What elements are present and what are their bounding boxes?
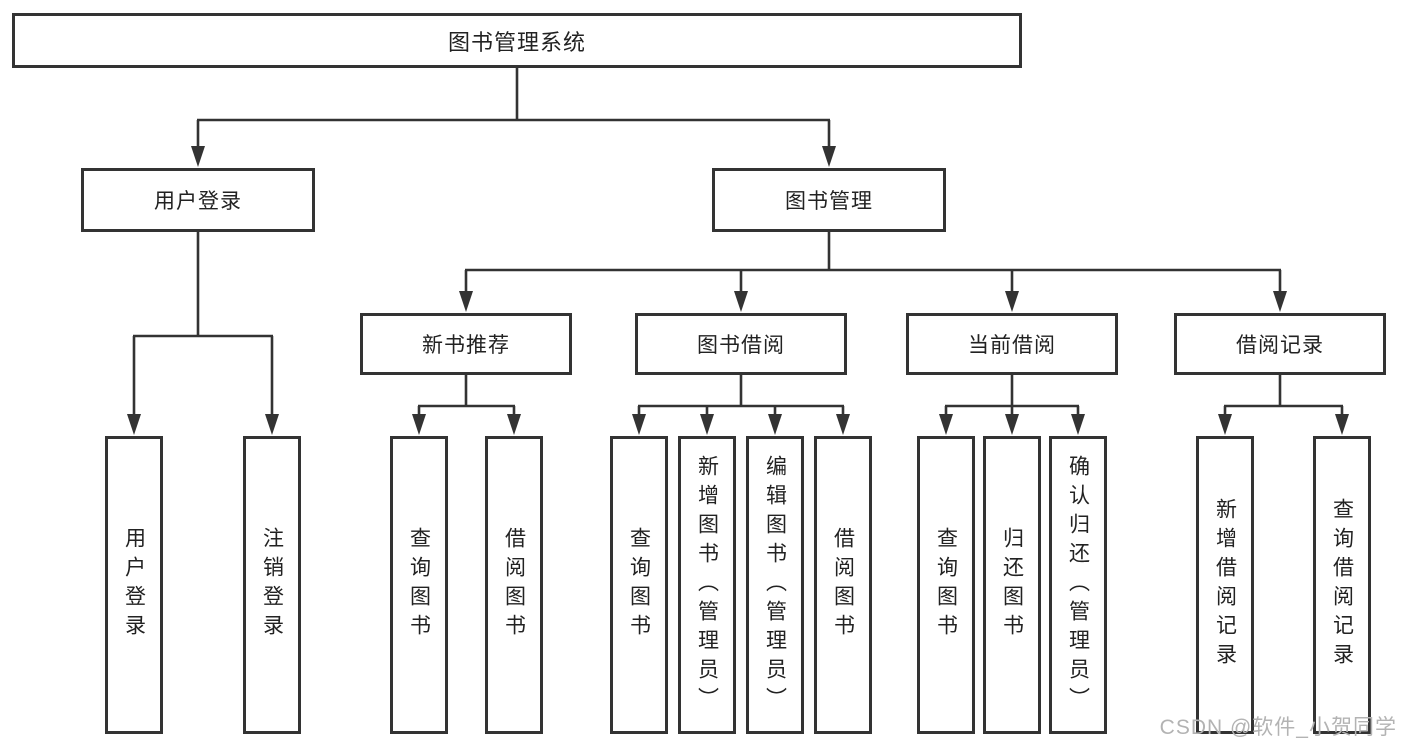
arrow-down-icon — [127, 414, 141, 435]
connector-login-split — [127, 232, 279, 435]
arrow-down-icon — [507, 414, 521, 435]
arrow-down-icon — [734, 291, 748, 312]
leaf-return-books: 归还图书 — [983, 436, 1041, 734]
arrow-down-icon — [412, 414, 426, 435]
watermark: CSDN @软件_小贺同学 — [1159, 716, 1397, 739]
arrow-down-icon — [768, 414, 782, 435]
node-book-management: 图书管理 — [712, 168, 946, 232]
leaf-confirm-return-admin: 确认归还（管理员） — [1049, 436, 1107, 734]
node-user-login: 用户登录 — [81, 168, 315, 232]
arrow-down-icon — [1005, 414, 1019, 435]
arrow-down-icon — [939, 414, 953, 435]
arrow-down-icon — [632, 414, 646, 435]
leaf-add-books-admin: 新增图书（管理员） — [678, 436, 736, 734]
connector-borrow-split — [632, 375, 850, 435]
leaf-borrow-books-recommend: 借阅图书 — [485, 436, 543, 734]
arrow-down-icon — [822, 146, 836, 167]
connector-records-split — [1218, 375, 1349, 435]
leaf-query-borrow-record: 查询借阅记录 — [1313, 436, 1371, 734]
leaf-logout: 注销登录 — [243, 436, 301, 734]
arrow-down-icon — [1335, 414, 1349, 435]
node-current-borrowing: 当前借阅 — [906, 313, 1118, 375]
leaf-user-login: 用户登录 — [105, 436, 163, 734]
arrow-down-icon — [836, 414, 850, 435]
leaf-add-borrow-record: 新增借阅记录 — [1196, 436, 1254, 734]
arrow-down-icon — [191, 146, 205, 167]
node-new-book-recommend: 新书推荐 — [360, 313, 572, 375]
leaf-query-books-borrow: 查询图书 — [610, 436, 668, 734]
leaf-edit-books-admin: 编辑图书（管理员） — [746, 436, 804, 734]
connector-mgmt-split — [459, 232, 1287, 312]
arrow-down-icon — [700, 414, 714, 435]
leaf-query-books-recommend: 查询图书 — [390, 436, 448, 734]
connector-root-split — [191, 68, 836, 167]
arrow-down-icon — [1218, 414, 1232, 435]
connector-current-split — [939, 375, 1085, 435]
arrow-down-icon — [1273, 291, 1287, 312]
node-book-borrowing: 图书借阅 — [635, 313, 847, 375]
arrow-down-icon — [459, 291, 473, 312]
arrow-down-icon — [265, 414, 279, 435]
connector-newbook-split — [412, 375, 521, 435]
arrow-down-icon — [1071, 414, 1085, 435]
node-library-management-system: 图书管理系统 — [12, 13, 1022, 68]
leaf-query-books-current: 查询图书 — [917, 436, 975, 734]
leaf-borrow-books: 借阅图书 — [814, 436, 872, 734]
arrow-down-icon — [1005, 291, 1019, 312]
node-borrowing-records: 借阅记录 — [1174, 313, 1386, 375]
